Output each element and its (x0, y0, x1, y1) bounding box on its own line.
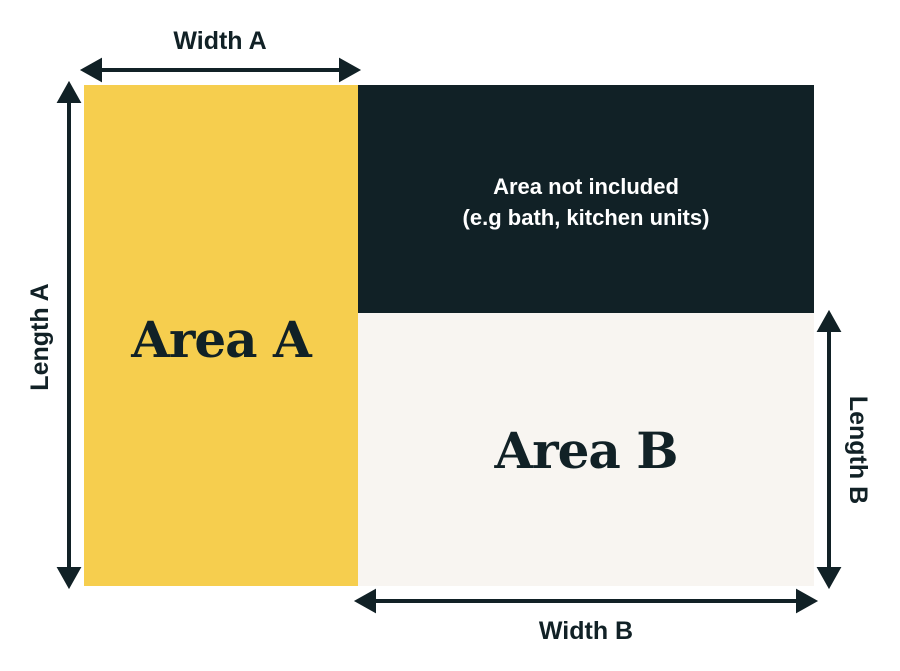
excluded-area-caption-line1: Area not included (493, 174, 679, 199)
length-b-arrow (816, 309, 842, 590)
area-a-label: Area A (131, 310, 312, 369)
length-b-label: Length B (844, 395, 872, 505)
width-a-label: Width A (173, 27, 267, 55)
width-b-arrow (353, 588, 819, 614)
area-b-label: Area B (494, 421, 678, 480)
width-b-label: Width B (538, 617, 634, 645)
excluded-area-region: Area not included (e.g bath, kitchen uni… (358, 85, 814, 313)
area-a-region: Area A (84, 85, 358, 586)
width-a-arrow (79, 57, 362, 83)
length-a-label: Length A (26, 283, 54, 391)
length-a-arrow (56, 80, 82, 590)
excluded-area-caption-line2: (e.g bath, kitchen units) (462, 205, 710, 230)
excluded-area-caption: Area not included (e.g bath, kitchen uni… (358, 171, 814, 233)
area-b-region: Area B (358, 313, 814, 586)
